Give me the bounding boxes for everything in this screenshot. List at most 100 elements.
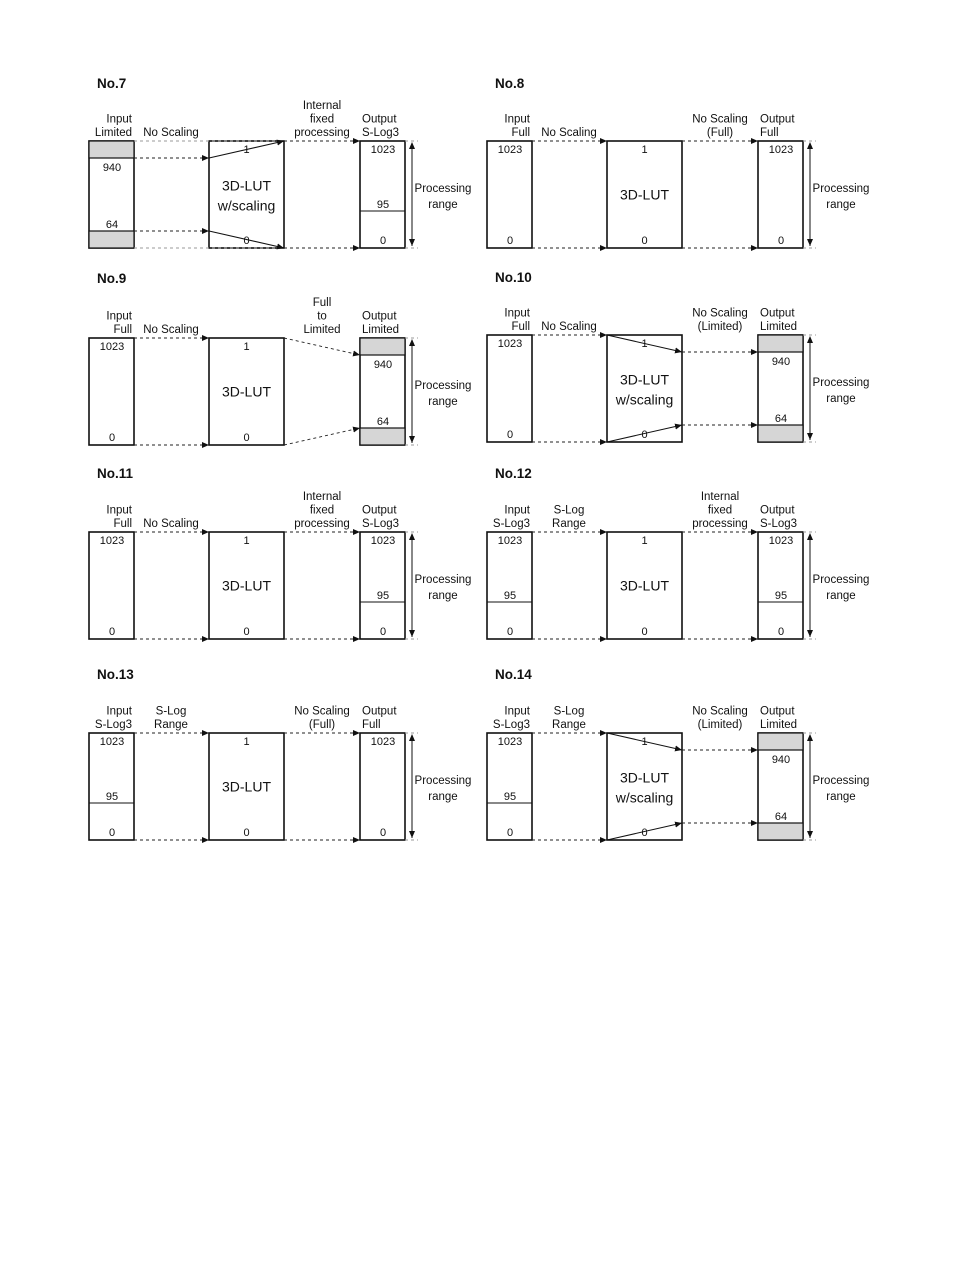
lut-label: 3D-LUT xyxy=(222,578,271,594)
range-label: range xyxy=(428,199,457,211)
mid-label: (Limited) xyxy=(698,321,743,333)
output-box xyxy=(757,140,804,249)
output-value-top: 940 xyxy=(772,754,790,766)
lut-label: 3D-LUT xyxy=(620,187,669,203)
lut-value-bottom: 0 xyxy=(243,432,249,444)
mid-label: No Scaling xyxy=(143,127,199,139)
input-value-bottom: 0 xyxy=(507,235,513,247)
output-label: Output xyxy=(362,114,397,126)
mid-label: fixed xyxy=(708,505,732,517)
input-value-bottom: 0 xyxy=(109,626,115,638)
output-label: Output xyxy=(760,706,795,718)
lut-value-top: 1 xyxy=(641,535,647,547)
lut-box xyxy=(208,337,285,446)
input-label: Input xyxy=(504,308,530,320)
scaling-arrow xyxy=(208,230,285,250)
input-reserved-bottom xyxy=(88,230,135,249)
input-box xyxy=(88,732,135,841)
output-box xyxy=(359,140,406,249)
diagram-title: No.7 xyxy=(97,76,126,91)
output-reserved-bottom xyxy=(757,822,804,841)
mid-label: processing xyxy=(692,518,748,530)
output-value-bottom: 0 xyxy=(380,235,386,247)
diagram-title: No.10 xyxy=(495,270,532,285)
output-box xyxy=(757,531,804,640)
output-reserved-top xyxy=(757,732,804,751)
mid-label: No Scaling xyxy=(541,127,597,139)
output-reserved-top xyxy=(757,334,804,353)
output-value-bottom: 64 xyxy=(377,416,389,428)
lut-value-top: 1 xyxy=(641,144,647,156)
mid-label: processing xyxy=(294,127,350,139)
input-label: Full xyxy=(511,321,530,333)
scaling-arrow xyxy=(606,821,683,841)
input-label: Input xyxy=(106,505,132,517)
lut-label: w/scaling xyxy=(615,392,674,408)
lut-box xyxy=(208,732,285,841)
lut-box xyxy=(208,140,285,249)
input-label: S-Log3 xyxy=(493,518,530,530)
output-value-top: 1023 xyxy=(371,144,395,156)
output-value-bottom: 0 xyxy=(778,626,784,638)
input-value-bottom: 0 xyxy=(507,827,513,839)
lut-value-bottom: 0 xyxy=(641,626,647,638)
mid-label: No Scaling xyxy=(541,321,597,333)
diagram-title: No.11 xyxy=(97,466,134,481)
mid-label: processing xyxy=(294,518,350,530)
mid-label: Full xyxy=(313,297,332,309)
input-value-bottom: 0 xyxy=(507,626,513,638)
input-value-mid: 95 xyxy=(504,590,516,602)
output-value-bottom: 0 xyxy=(380,827,386,839)
input-box xyxy=(486,732,533,841)
mid-label: No Scaling xyxy=(143,518,199,530)
output-value-top: 1023 xyxy=(371,736,395,748)
lut-value-bottom: 0 xyxy=(641,429,647,441)
output-reserved-top xyxy=(359,337,406,356)
lut-value-top: 1 xyxy=(243,341,249,353)
input-label: S-Log3 xyxy=(493,719,530,731)
range-label: range xyxy=(428,396,457,408)
input-value-top: 1023 xyxy=(100,535,124,547)
lut-box xyxy=(606,531,683,640)
output-value-bottom: 64 xyxy=(775,413,787,425)
input-label: Full xyxy=(511,127,530,139)
input-value-bottom: 0 xyxy=(109,432,115,444)
range-label: range xyxy=(428,791,457,803)
output-label: Full xyxy=(760,127,779,139)
range-label: Processing xyxy=(813,775,870,787)
lut-label: 3D-LUT xyxy=(620,770,669,786)
input-value-top: 1023 xyxy=(498,736,522,748)
lut-box xyxy=(208,531,285,640)
mid-label: Internal xyxy=(303,491,341,503)
mid-label: (Full) xyxy=(309,719,335,731)
output-label: Output xyxy=(760,114,795,126)
range-label: Processing xyxy=(415,183,472,195)
range-label: range xyxy=(826,199,855,211)
output-label: Output xyxy=(760,505,795,517)
output-value-top: 1023 xyxy=(371,535,395,547)
output-value-top: 940 xyxy=(374,359,392,371)
mid-label: No Scaling xyxy=(692,706,748,718)
input-label: Input xyxy=(106,114,132,126)
mid-label: fixed xyxy=(310,505,334,517)
output-label: Output xyxy=(362,706,397,718)
range-label: Processing xyxy=(813,377,870,389)
lut-value-top: 1 xyxy=(243,535,249,547)
output-label: Limited xyxy=(760,321,797,333)
input-label: Input xyxy=(106,311,132,323)
mid-label: (Limited) xyxy=(698,719,743,731)
connector-arrow xyxy=(283,337,361,357)
lut-label: 3D-LUT xyxy=(222,779,271,795)
input-value-top: 1023 xyxy=(498,144,522,156)
diagram-title: No.13 xyxy=(97,667,134,682)
input-label: Limited xyxy=(95,127,132,139)
input-reserved-top xyxy=(88,140,135,159)
mid-label: No Scaling xyxy=(143,324,199,336)
